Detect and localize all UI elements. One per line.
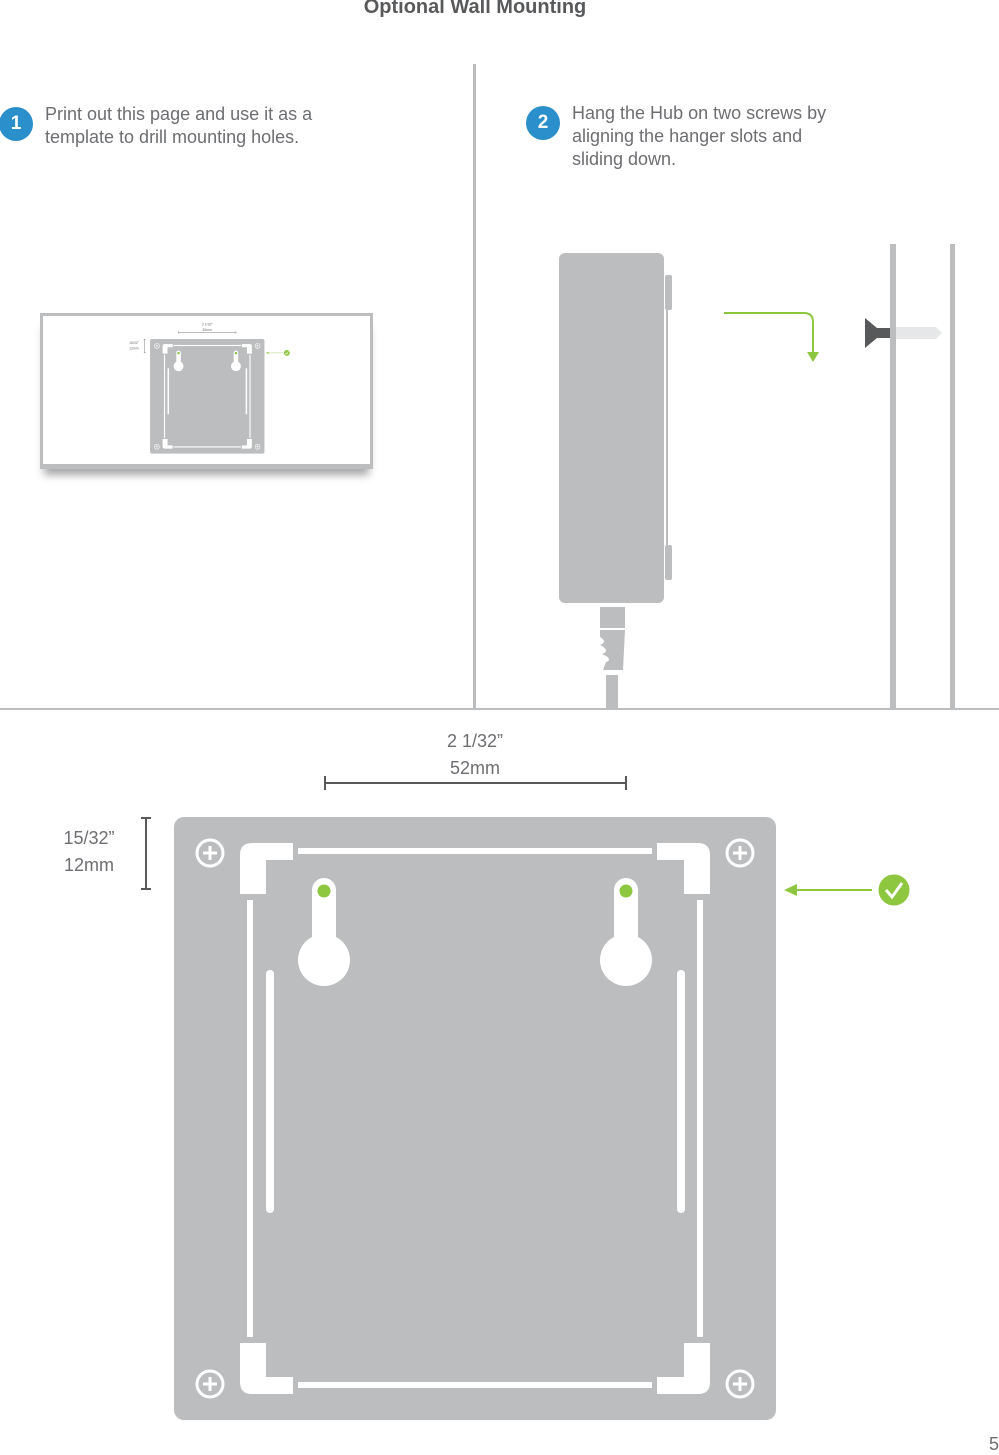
page-title: Optional Wall Mounting [363,0,587,18]
keyhole-slot [600,878,652,986]
horizontal-divider [0,708,999,710]
page-number: 5 [988,1434,999,1454]
corner-bracket [657,843,710,894]
step-1-text: Print out this page and use it as a temp… [45,104,313,147]
step-2-badge: 2 [526,106,560,140]
corner-bracket [240,843,293,894]
plus-screw-hole-icon [195,838,225,868]
arrow-down-icon [724,312,819,362]
hub-device [559,253,672,709]
vertical-divider [473,64,476,709]
cable-strain-relief [600,630,625,670]
corner-bracket [657,1343,710,1394]
check-circle-icon [878,874,910,906]
wall-front [890,244,896,709]
plus-screw-hole-icon [725,1369,755,1399]
cable [606,675,618,709]
corner-bracket [240,1343,293,1394]
width-metric: 52mm [450,758,500,778]
thumbnail-template [128,322,291,454]
width-dimension [324,776,627,790]
step-1-badge: 1 [0,107,33,141]
height-imperial: 15/32” [63,828,114,848]
wall-back [950,244,955,709]
drill-point [619,884,633,898]
height-dimension [141,817,151,890]
screw-icon [865,318,942,348]
keyhole-slot [298,878,350,986]
cable-connector [600,607,625,628]
drilling-template: 2 1/32” 52mm 15/32” 12mm [63,731,910,1420]
step-2-text: Hang the Hub on two screws by aligning t… [572,103,827,169]
mounting-plate [174,817,776,1420]
height-metric: 12mm [64,855,114,875]
plus-screw-hole-icon [195,1369,225,1399]
width-imperial: 2 1/32” [447,731,503,751]
arrow-left-icon [784,884,872,896]
plus-screw-hole-icon [725,838,755,868]
drill-point [317,884,331,898]
